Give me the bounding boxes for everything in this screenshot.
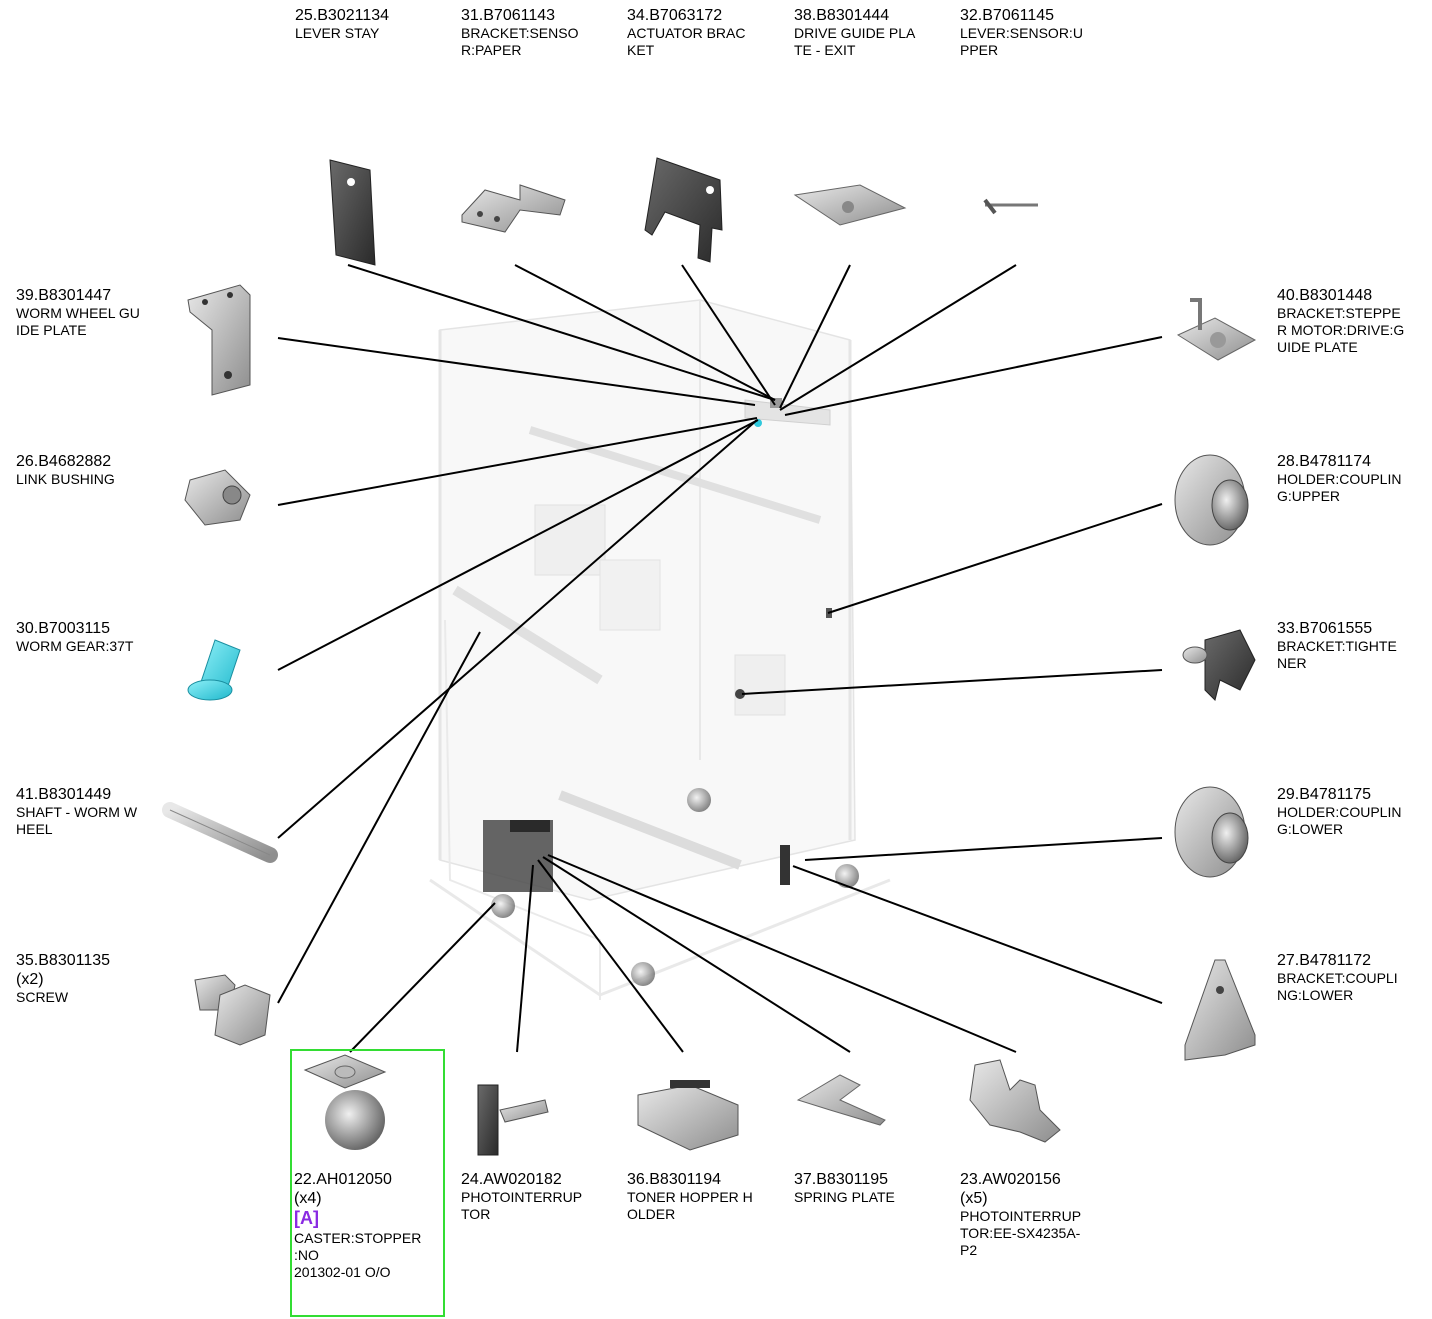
- part-number: 30.B7003115: [16, 620, 111, 637]
- worm-gear-icon: [187, 639, 241, 701]
- part-number: 28.B4781174: [1277, 453, 1372, 470]
- part-number: 39.B8301447: [16, 287, 112, 304]
- part-label-37: 37.B8301195 SPRING PLATE: [794, 1170, 895, 1206]
- part-description: SPRING PLATE: [794, 1189, 895, 1206]
- coupling-bracket-icon: [1184, 959, 1256, 1061]
- part-number: 33.B7061555: [1277, 620, 1373, 637]
- part-description: LEVER STAY: [295, 25, 380, 42]
- part-description: PHOTOINTERRUP TOR:EE-SX4235A- P2: [960, 1208, 1082, 1258]
- part-label-39: 39.B8301447 WORM WHEEL GU IDE PLATE: [16, 286, 140, 339]
- part-label-38: 38.B8301444 DRIVE GUIDE PLA TE - EXIT: [794, 6, 915, 59]
- part-label-25: 25.B3021134 LEVER STAY: [295, 6, 389, 42]
- assembled-components: [483, 398, 859, 986]
- part-label-41: 41.B8301449 SHAFT - WORM W HEEL: [16, 785, 137, 838]
- part-number: 41.B8301449: [16, 786, 112, 803]
- part-description: WORM GEAR:37T: [16, 638, 134, 655]
- part-description: CASTER:STOPPER :NO: [294, 1229, 422, 1263]
- part-description: HOLDER:COUPLIN G:LOWER: [1277, 804, 1402, 837]
- photointerrupter-icon: [477, 1084, 549, 1156]
- part-number: 34.B7063172: [627, 7, 723, 24]
- part-note: 201302-01 O/O: [294, 1263, 391, 1280]
- part-description: LEVER:SENSOR:U PPER: [960, 25, 1083, 58]
- part-label-30: 30.B7003115 WORM GEAR:37T: [16, 619, 133, 655]
- part-number: 24.AW020182: [461, 1171, 562, 1188]
- part-number: 38.B8301444: [794, 7, 890, 24]
- part-label-36: 36.B8301194 TONER HOPPER H OLDER: [627, 1170, 753, 1223]
- highlight-frame: [290, 1049, 445, 1317]
- part-number: 27.B4781172: [1277, 952, 1372, 969]
- shaft-icon: [162, 802, 278, 863]
- part-number: 31.B7061143: [461, 7, 556, 24]
- guide-plate-icon: [187, 284, 251, 396]
- coupling-holder-icon: [1174, 454, 1249, 546]
- reference-marker: [A]: [294, 1208, 319, 1229]
- guide-plate-icon: [793, 184, 907, 226]
- main-frame-assembly: [429, 299, 891, 1000]
- sensor-bracket-icon: [461, 184, 566, 233]
- part-label-22: 22.AH012050 (x4) [A] CASTER:STOPPER :NO …: [294, 1170, 421, 1280]
- part-label-26: 26.B4682882 LINK BUSHING: [16, 452, 115, 488]
- part-label-35: 35.B8301135 (x2) SCREW: [16, 951, 110, 1006]
- part-description: DRIVE GUIDE PLA TE - EXIT: [794, 25, 916, 58]
- part-quantity: (x4): [294, 1190, 322, 1208]
- coupling-holder-icon: [1174, 786, 1249, 878]
- spring-plate-icon: [796, 1074, 886, 1126]
- part-label-23: 23.AW020156 (x5) PHOTOINTERRUP TOR:EE-SX…: [960, 1170, 1081, 1259]
- part-label-27: 27.B4781172 BRACKET:COUPLI NG:LOWER: [1277, 951, 1398, 1004]
- part-description: PHOTOINTERRUP TOR: [461, 1189, 583, 1222]
- part-description: TONER HOPPER H OLDER: [627, 1189, 753, 1222]
- actuator-bracket-icon: [644, 157, 723, 263]
- part-label-24: 24.AW020182 PHOTOINTERRUP TOR: [461, 1170, 582, 1223]
- hopper-holder-icon: [637, 1080, 739, 1151]
- part-number: 29.B4781175: [1277, 786, 1372, 803]
- flat-plate-icon: [329, 159, 376, 266]
- part-number: 22.AH012050: [294, 1171, 392, 1188]
- leader-lines: [277, 264, 1163, 1053]
- part-label-34: 34.B7063172 ACTUATOR BRAC KET: [627, 6, 746, 59]
- part-description: BRACKET:COUPLI NG:LOWER: [1277, 970, 1398, 1003]
- part-number: 35.B8301135: [16, 952, 111, 969]
- part-quantity: (x5): [960, 1190, 988, 1208]
- part-number: 40.B8301448: [1277, 287, 1373, 304]
- screw-icon: [194, 974, 271, 1046]
- part-label-32: 32.B7061145 LEVER:SENSOR:U PPER: [960, 6, 1083, 59]
- part-description: BRACKET:TIGHTE NER: [1277, 638, 1397, 671]
- part-number: 25.B3021134: [295, 7, 390, 24]
- part-description: SHAFT - WORM W HEEL: [16, 804, 138, 837]
- part-number: 37.B8301195: [794, 1171, 889, 1188]
- part-label-28: 28.B4781174 HOLDER:COUPLIN G:UPPER: [1277, 452, 1401, 505]
- part-description: LINK BUSHING: [16, 471, 115, 488]
- motor-bracket-icon: [1176, 298, 1257, 361]
- part-number: 23.AW020156: [960, 1171, 1061, 1188]
- part-quantity: (x2): [16, 971, 44, 989]
- caster-icon: [303, 1054, 387, 1150]
- sensor-lever-icon: [983, 198, 1038, 215]
- part-description: BRACKET:STEPPE R MOTOR:DRIVE:G UIDE PLAT…: [1277, 305, 1405, 355]
- part-label-33: 33.B7061555 BRACKET:TIGHTE NER: [1277, 619, 1397, 672]
- part-description: ACTUATOR BRAC KET: [627, 25, 746, 58]
- part-label-29: 29.B4781175 HOLDER:COUPLIN G:LOWER: [1277, 785, 1401, 838]
- part-number: 26.B4682882: [16, 453, 112, 470]
- photointerrupter-icon: [969, 1059, 1061, 1143]
- part-number: 36.B8301194: [627, 1171, 722, 1188]
- part-description: SCREW: [16, 989, 69, 1006]
- part-description: HOLDER:COUPLIN G:UPPER: [1277, 471, 1402, 504]
- tightener-bracket-icon: [1182, 629, 1256, 701]
- part-description: WORM WHEEL GU IDE PLATE: [16, 305, 140, 338]
- part-number: 32.B7061145: [960, 7, 1055, 24]
- part-label-31: 31.B7061143 BRACKET:SENSO R:PAPER: [461, 6, 578, 59]
- part-description: BRACKET:SENSO R:PAPER: [461, 25, 579, 58]
- part-label-40: 40.B8301448 BRACKET:STEPPE R MOTOR:DRIVE…: [1277, 286, 1404, 356]
- bushing-icon: [184, 469, 251, 526]
